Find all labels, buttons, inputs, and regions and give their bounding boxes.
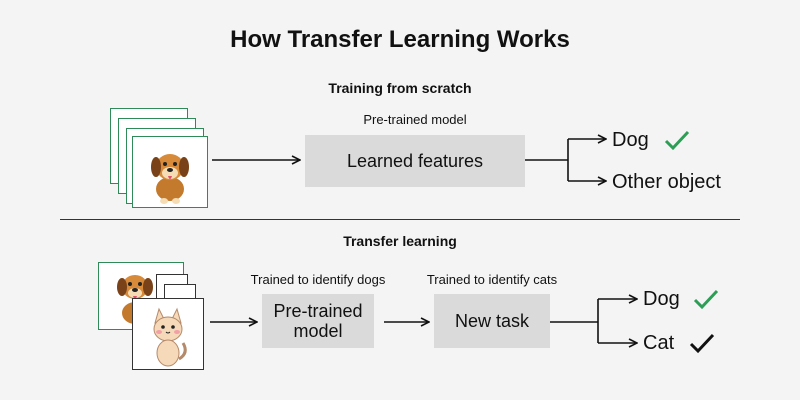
check-icon [664,130,689,151]
transfer-heading: Transfer learning [343,233,457,249]
transfer-output-cat: Cat [643,331,716,355]
scratch-output-other: Other object [612,170,721,193]
diagram-title: How Transfer Learning Works [230,26,570,53]
pretrained-model-box: Pre-trained model [262,294,374,348]
transfer-output-dog-label: Dog [643,287,680,310]
section-divider [60,219,740,220]
check-icon [690,333,715,354]
pretrained-model-line1: Pre-trained [273,301,363,321]
learned-features-box: Learned features [305,135,525,187]
transfer-caption-cats: Trained to identify cats [426,272,558,287]
transfer-output-cat-label: Cat [643,331,675,354]
scratch-output-dog-label: Dog [612,128,649,151]
new-task-box: New task [434,294,550,348]
cat-image-icon [132,298,204,370]
transfer-caption-dogs: Trained to identify dogs [250,272,386,287]
check-icon [693,289,718,310]
scratch-output-dog: Dog [612,128,691,152]
scratch-model-caption: Pre-trained model [363,112,467,127]
scratch-heading: Training from scratch [328,80,472,96]
pretrained-model-line2: model [293,321,343,341]
transfer-output-dog: Dog [643,287,720,311]
dog-image-icon [132,136,208,208]
